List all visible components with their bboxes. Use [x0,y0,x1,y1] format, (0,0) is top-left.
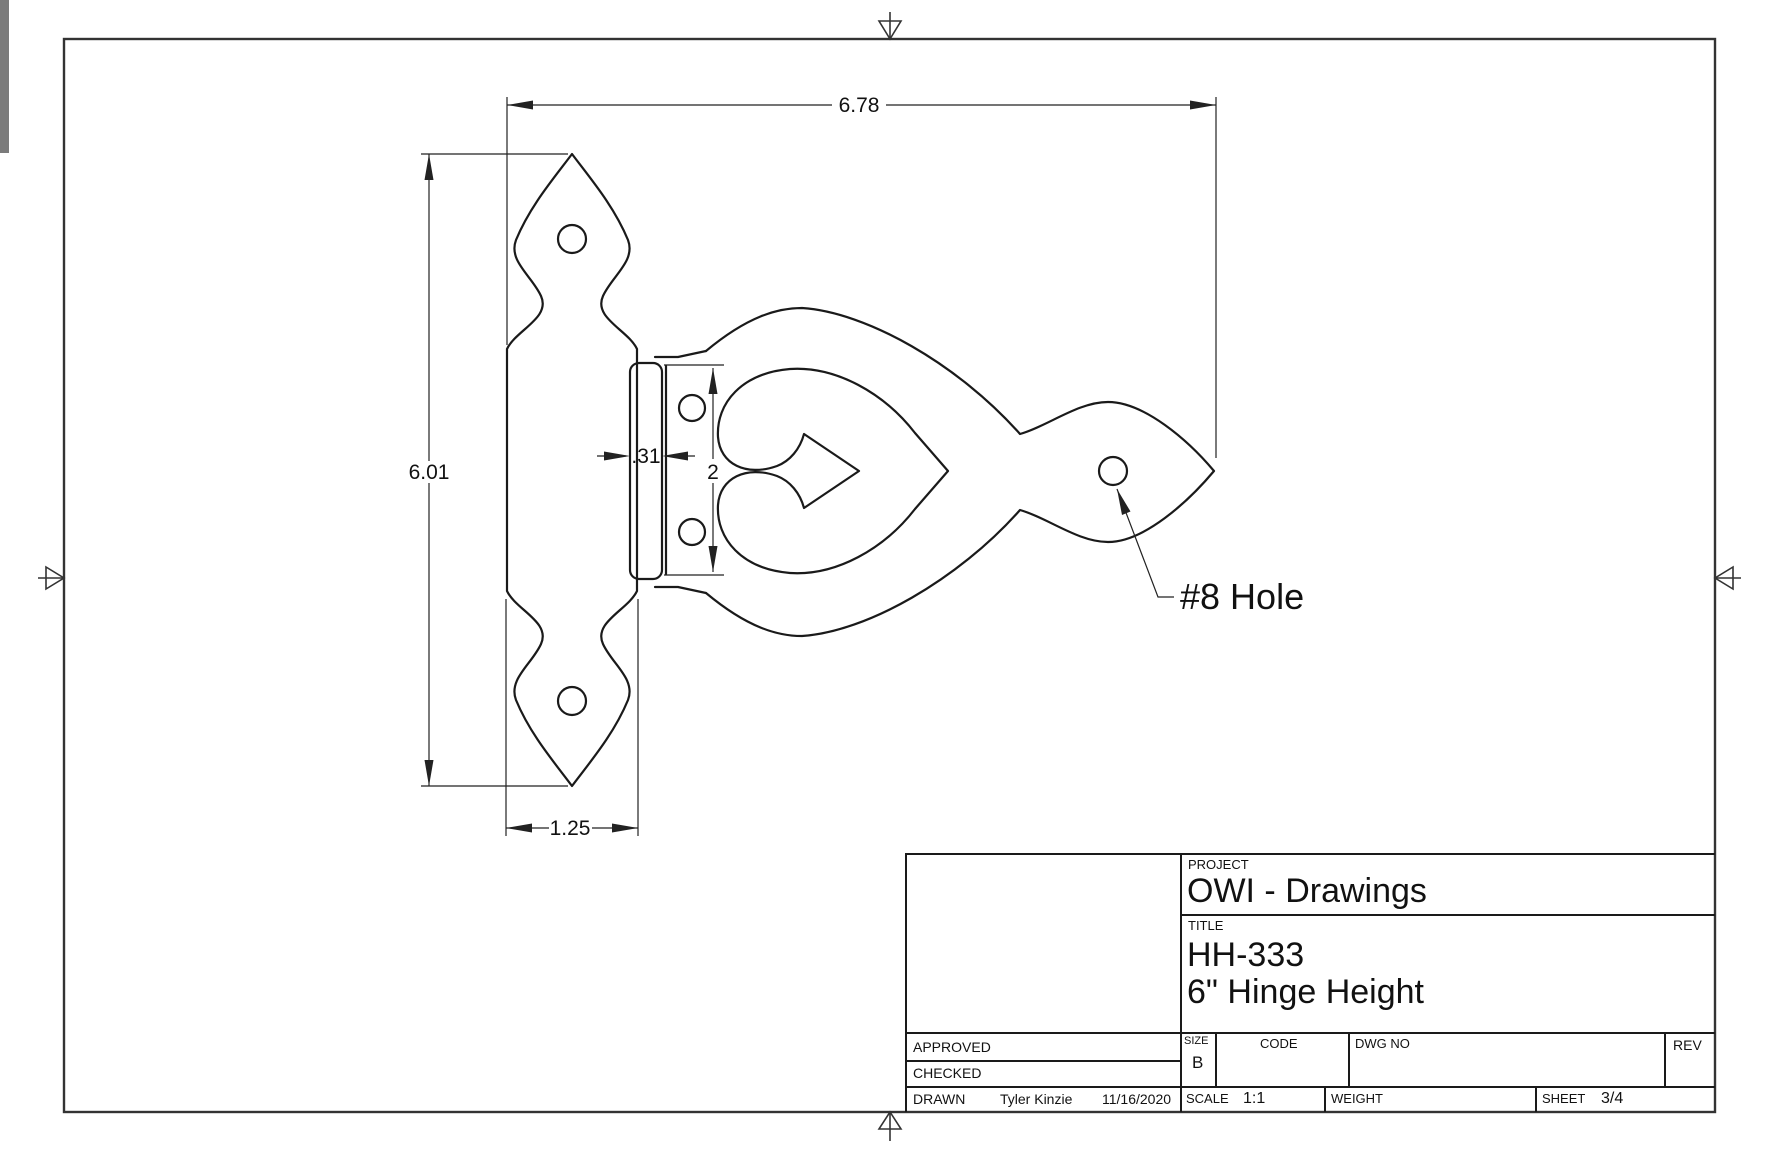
rev-label: REV [1673,1037,1702,1053]
dim-label-overall-width: 6.78 [839,94,880,117]
heart-cutout [716,367,950,575]
approved-label: APPROVED [913,1039,991,1055]
scale-value: 1:1 [1243,1090,1266,1107]
drawn-name: Tyler Kinzie [1000,1091,1073,1107]
leaf-step-bottom [653,585,708,595]
dim-overall-width: 6.78 [506,94,1217,458]
drawn-label: DRAWN [913,1091,966,1107]
dim-pin-width: .31 [597,445,695,468]
tb-line-code-dwgno [1348,1032,1350,1088]
dim-label-strap-width: 1.25 [550,817,591,840]
tb-line-top [905,853,1715,855]
tb-line-drawn-top [905,1086,1715,1088]
drawn-date: 11/16/2020 [1102,1091,1172,1107]
center-mark-bottom [877,1110,903,1141]
dwgno-label: DWG NO [1355,1036,1410,1051]
project-label: PROJECT [1188,857,1249,872]
size-value: B [1192,1053,1204,1072]
dim-label-pin-width: .31 [631,445,660,468]
screw-hole-strap-bottom [556,685,588,717]
center-mark-right [1713,565,1741,591]
scale-label: SCALE [1186,1091,1229,1106]
screw-hole-strap-top [556,223,588,255]
tb-line-project-title [1180,914,1715,916]
sheet-value: 3/4 [1601,1090,1624,1107]
tb-line-title-bottom [905,1032,1715,1034]
code-label: CODE [1260,1036,1298,1051]
tb-line-size-code [1215,1032,1217,1088]
center-mark-left [38,565,66,591]
dim-overall-height: 6.01 [409,153,568,787]
dim-label-overall-height: 6.01 [409,461,450,484]
dim-strap-width: 1.25 [505,599,639,840]
screw-hole-leaf-top [677,393,707,423]
project-value: OWI - Drawings [1187,872,1427,910]
screen-edge-strip [0,0,9,153]
title-value-line1: HH-333 [1187,936,1305,974]
hole-callout: #8 Hole [1116,488,1304,617]
tb-line-scale-weight [1324,1086,1326,1112]
hinge-barrel [628,361,664,581]
weight-label: WEIGHT [1331,1091,1383,1106]
tb-line-main-divider [1180,853,1182,1112]
left-strap-outline [505,152,639,788]
tb-line-approved-checked [905,1060,1182,1062]
hole-callout-label: #8 Hole [1180,576,1304,617]
tb-line-left [905,853,907,1112]
sheet-border [62,37,1717,1114]
tb-line-dwgno-rev [1664,1032,1666,1088]
hinge-drawing [505,152,1216,788]
title-label: TITLE [1188,918,1224,933]
title-value-line2: 6" Hinge Height [1187,973,1424,1011]
sheet-label: SHEET [1542,1091,1586,1106]
screw-hole-tail [1097,455,1129,487]
screw-hole-leaf-bottom [677,517,707,547]
size-label: SIZE [1184,1035,1209,1047]
dim-label-leaf-height: 2 [707,461,719,484]
dim-leaf-height: 2 [664,364,724,576]
checked-label: CHECKED [913,1065,982,1081]
center-mark-top [877,12,903,41]
right-leaf-outline [704,306,1216,638]
tb-line-weight-sheet [1535,1086,1537,1112]
leaf-step-top [653,349,708,359]
